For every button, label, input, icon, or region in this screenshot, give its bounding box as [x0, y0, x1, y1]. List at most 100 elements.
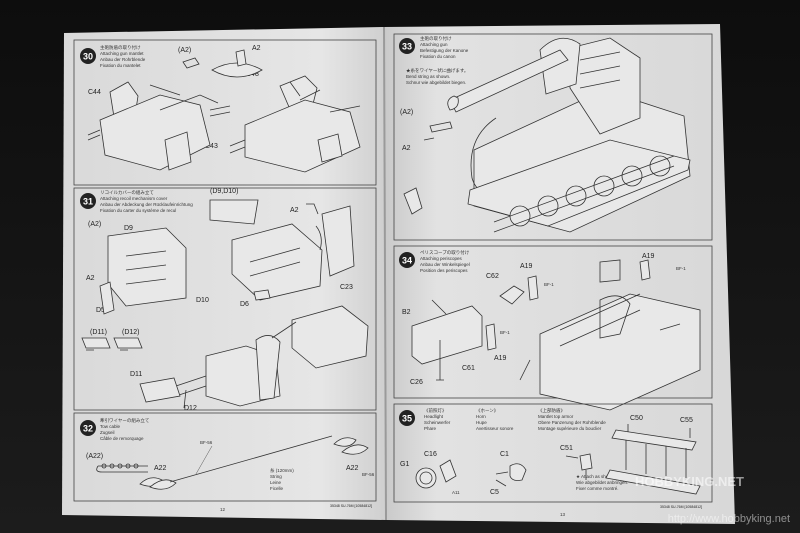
horn-title: Avertisseur sonore — [476, 426, 514, 431]
step-35-note: Fixer comme montré. — [576, 486, 619, 491]
part-label: (A2) — [400, 109, 413, 116]
step-34-panel: 34 ペリスコープの取り付け Attaching periscopes Anba… — [393, 245, 713, 411]
step-30-title-fr: Fixation du mantelet — [100, 63, 141, 68]
horn — [509, 463, 527, 481]
right-product-code: 35348 SU-76M [10584812] — [660, 505, 702, 509]
step-34-badge — [399, 252, 415, 268]
part-label: C23 — [340, 284, 353, 291]
part-label: D12 — [184, 405, 197, 412]
step-35-number: 35 — [402, 414, 412, 424]
step-34-title-jp: ペリスコープの取り付け — [420, 249, 470, 256]
step-32-title-en: Tow cable — [100, 424, 121, 429]
cable-length-jp: 糸 (120mm) — [270, 467, 294, 473]
step-33-note: ★糸をワイヤー状に曲げます。 — [406, 67, 468, 74]
part-label: A2 — [402, 145, 411, 152]
part-label: (D12) — [122, 329, 140, 336]
mantlet-top-title: Mantlet top armor — [538, 414, 574, 419]
step-35-note: ★ Attach as shown. — [576, 474, 615, 479]
right-page-number: 13 — [560, 512, 566, 517]
step-32-badge — [80, 420, 96, 436]
part-label: (A22) — [86, 453, 103, 460]
step-32-title-jp: 牽引ワイヤーの組み立て — [100, 417, 149, 424]
step-33-title-fr: Fixation du canon — [420, 54, 456, 59]
step-32-title-fr: Câble de remorquage — [100, 436, 144, 441]
part-label: A19 — [642, 253, 655, 260]
part-label: A2 — [252, 45, 261, 52]
step-32-panel: 32 牽引ワイヤーの組み立て Tow cable Zugseil Câble d… — [73, 412, 377, 502]
mantlet-top-title: 《上部防盾》 — [538, 407, 565, 414]
step-34-title-en: Attaching periscopes — [420, 256, 463, 261]
step-30-number: 30 — [83, 52, 93, 62]
road-wheels — [509, 155, 671, 227]
part-label: BF-56 — [362, 472, 375, 477]
step-33-note: Bend string as shown. — [406, 74, 450, 79]
page-spine — [383, 26, 387, 521]
part-label: A22 — [154, 465, 167, 472]
step-33-title-jp: 主砲の取り付け — [420, 35, 452, 42]
step-35-note: Wie abgebildet anbringen. — [576, 480, 628, 485]
headlight-title: Scheinwerfer — [424, 420, 451, 425]
part-label: BF-56 — [200, 440, 213, 445]
step-30-panel: 30 主砲防盾の取り付け Attaching gun mantlet Anbau… — [73, 39, 377, 186]
part-label: A22 — [346, 465, 359, 472]
step-30-drawing — [87, 49, 361, 173]
part-label: BF-1 — [544, 282, 554, 287]
cable-length-en: String — [270, 474, 282, 479]
step-30-title-de: Anbau der Rohrblende — [100, 57, 146, 62]
step-31-drawing — [81, 199, 369, 409]
part-label: (A2) — [178, 47, 191, 54]
part-label: A11 — [452, 490, 460, 495]
mantlet-top-title: Montage supérieure du bouclier — [538, 426, 602, 431]
step-31-title-en: Attaching recoil mechanism cover — [100, 196, 168, 201]
part-label: C43 — [205, 143, 218, 150]
left-page-number: 12 — [220, 507, 226, 512]
part-label: B2 — [402, 309, 411, 316]
part-label: BF-1 — [676, 266, 686, 271]
step-34-title-fr: Position des periscopes — [420, 268, 468, 273]
mantlet-top-title: Obere Panzerung der Rohrblende — [538, 420, 606, 425]
part-label: (D9,D10) — [210, 188, 238, 195]
step-33-title-en: Attaching gun — [420, 42, 448, 47]
step-35-badge — [399, 410, 415, 426]
part-label: D11 — [130, 371, 142, 378]
step-33-number: 33 — [402, 42, 412, 52]
horn-title: Horn — [476, 414, 486, 419]
part-label: A19 — [520, 263, 533, 270]
left-product-code: 35348 SU-76M [10584812] — [330, 504, 372, 508]
part-label: C55 — [680, 417, 693, 424]
step-33-title-de: Befestigung der Kanone — [420, 48, 469, 53]
part-label: BF-1 — [500, 330, 510, 335]
step-30-badge — [80, 48, 96, 64]
horn-title: 《ホーン》 — [476, 408, 498, 413]
step-33-panel: 33 主砲の取り付け Attaching gun Befestigung der… — [393, 33, 713, 241]
part-label: C50 — [630, 415, 643, 422]
step-31-badge — [80, 193, 96, 209]
step-35-panel: 35 《前照灯》 Headlight Scheinwerfer Phare 《ホ… — [393, 403, 713, 503]
part-label: D6 — [240, 301, 249, 308]
step-30-title-en: Attaching gun mantlet — [100, 51, 144, 56]
part-label: A19 — [494, 355, 507, 362]
part-label: A2 — [86, 275, 95, 282]
mantlet-top-plate — [611, 429, 697, 451]
step-34-number: 34 — [402, 256, 412, 266]
step-31-title-de: Anbau der Abdeckung der Rücklaufeinricht… — [100, 202, 193, 207]
tow-cable-drawing — [96, 435, 369, 490]
part-label: D5 — [96, 307, 105, 314]
cable-length-de: Leine — [270, 480, 282, 485]
part-label: G1 — [400, 461, 409, 468]
part-label: C1 — [500, 451, 509, 458]
headlight-title: Headlight — [424, 414, 444, 419]
step-35-drawing — [415, 424, 701, 495]
part-label: (D11) — [90, 329, 107, 336]
part-label: C62 — [486, 273, 499, 280]
step-33-badge — [399, 38, 415, 54]
step-31-title-fr: Fixation du carter du système de recul — [100, 208, 176, 213]
step-31-panel: 31 リコイルカバーの組み立て Attaching recoil mechani… — [73, 187, 377, 412]
headlight — [415, 467, 437, 489]
part-label: C44 — [88, 89, 101, 96]
step-31-number: 31 — [83, 197, 93, 207]
part-label: C51 — [560, 445, 573, 452]
part-label: D9 — [124, 225, 133, 232]
part-label: C5 — [490, 489, 499, 496]
su76-hull-drawing — [403, 37, 691, 233]
